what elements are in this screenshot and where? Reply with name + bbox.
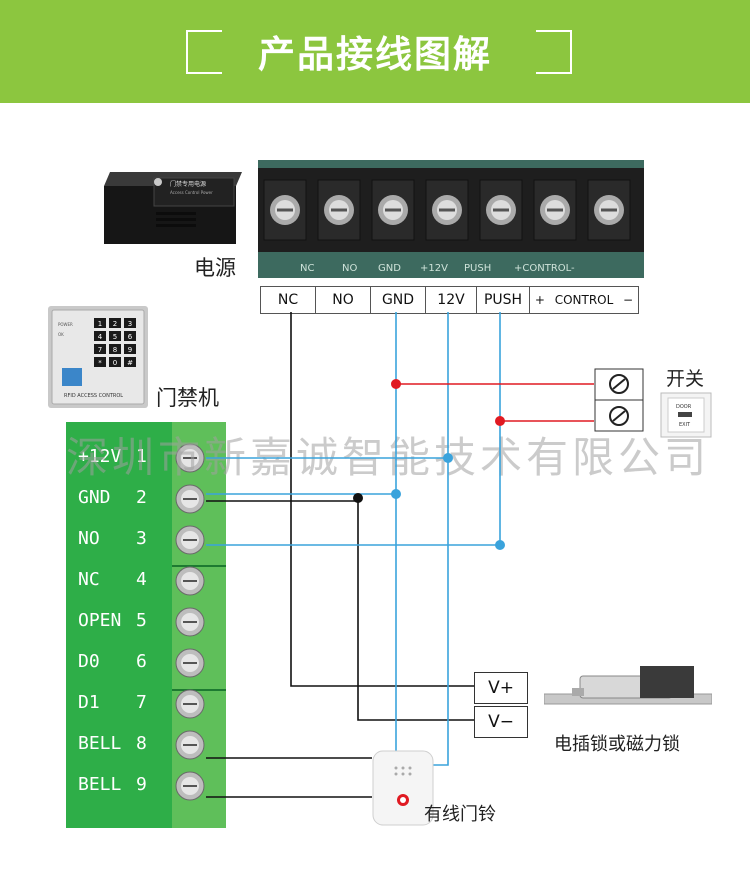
terminal-pin-number: 3 — [136, 528, 147, 549]
keypad-key: 5 — [113, 333, 117, 341]
keypad-key-bg — [94, 357, 106, 367]
terminal-12v: 12V — [426, 287, 477, 313]
keypad-key: 1 — [98, 320, 102, 328]
terminal-pin-number: 8 — [136, 733, 147, 754]
keypad-key-bg — [124, 357, 136, 367]
junction-blue-gnd — [391, 489, 401, 499]
terminal-block — [66, 422, 226, 828]
power-terminal-labels: NC NO GND 12V PUSH + CONTROL − — [260, 286, 639, 314]
keypad-key: 9 — [128, 346, 132, 354]
keypad-key: 2 — [113, 320, 117, 328]
power-supply-device: 门禁专用电源 Access Control Power — [104, 172, 242, 244]
keypad-status-ok: OK — [58, 332, 64, 337]
board-label-12v: +12V — [420, 263, 448, 274]
junction-blue-push — [495, 540, 505, 550]
keypad-key-bg — [109, 357, 121, 367]
junction-red-1 — [391, 379, 401, 389]
switch-label: 开关 — [666, 368, 705, 390]
keypad-key: 6 — [128, 333, 133, 341]
exit-button-text-exit: EXIT — [679, 422, 691, 428]
wire-12v — [432, 312, 449, 766]
access-controller-label: 门禁机 — [156, 386, 219, 410]
lock-vminus-terminal: V− — [474, 706, 528, 738]
keypad-key: * — [98, 359, 102, 367]
junction-black-gnd — [353, 493, 363, 503]
keypad-key: 3 — [128, 320, 132, 328]
wire-gnd-to-vminus — [206, 500, 474, 721]
power-supply-label: 电源 — [194, 256, 236, 280]
keypad-key-bg — [124, 344, 136, 354]
board-label-gnd: GND — [378, 263, 401, 274]
keypad-key: 7 — [98, 346, 102, 354]
junction-red-2 — [495, 416, 505, 426]
board-label-control: +CONTROL- — [514, 263, 575, 274]
terminal-control-plus: + — [534, 293, 545, 307]
keypad-key: # — [127, 359, 133, 367]
power-supply-text-cn: 门禁专用电源 — [170, 180, 206, 188]
banner-frame — [186, 30, 572, 74]
exit-button-device: DOOR EXIT — [660, 392, 712, 438]
lock-vplus-terminal: V+ — [474, 672, 528, 704]
terminal-pin-number: 7 — [136, 692, 147, 713]
keypad-key-bg — [124, 331, 136, 341]
keypad-key-bg — [109, 344, 121, 354]
electric-lock-device — [544, 666, 712, 705]
terminal-nc: NC — [261, 287, 316, 313]
terminal-pin-number: 9 — [136, 774, 147, 795]
keypad-key: 8 — [113, 346, 117, 354]
doorbell-device — [372, 750, 434, 826]
access-controller-device: POWER OK 1 2 3 4 5 6 7 8 9 * 0 # RFID ACCESS CONTRO… — [48, 306, 148, 408]
terminal-pin-name: D1 — [78, 692, 100, 713]
terminal-screws — [175, 443, 205, 801]
terminal-gnd: GND — [371, 287, 426, 313]
header-banner: 产品接线图解 — [0, 0, 750, 103]
keypad-key-bg — [94, 344, 106, 354]
terminal-pin-number: 2 — [136, 487, 147, 508]
terminal-pin-name: GND — [78, 487, 111, 508]
keypad-key-bg — [94, 318, 106, 328]
terminal-pin-name: +12V — [78, 446, 122, 467]
board-label-push: PUSH — [464, 263, 491, 274]
board-label-nc: NC — [300, 263, 314, 274]
terminal-control: + CONTROL − — [530, 287, 638, 313]
keypad-status-power: POWER — [58, 322, 73, 327]
keypad-key-bg — [94, 331, 106, 341]
lock-label: 电插锁或磁力锁 — [554, 734, 680, 755]
terminal-control-minus: − — [623, 293, 634, 307]
keypad-keys: 1 2 3 4 5 6 7 8 9 * 0 # — [94, 318, 136, 367]
exit-button-text-door: DOOR — [676, 404, 692, 410]
terminal-control-label: CONTROL — [554, 293, 614, 307]
power-terminal-board: NC NO GND +12V PUSH +CONTROL- — [258, 160, 644, 278]
board-label-no: NO — [342, 263, 357, 274]
terminal-pin-number: 5 — [136, 610, 147, 631]
terminal-pin-name: NC — [78, 569, 100, 590]
terminal-pin-number: 6 — [136, 651, 147, 672]
terminal-pin-number: 1 — [136, 446, 147, 467]
terminal-pin-name: BELL — [78, 774, 122, 795]
page-title: 产品接线图解 — [258, 33, 492, 76]
keypad-key: 4 — [98, 333, 103, 341]
wire-nc-to-vplus — [290, 312, 474, 687]
terminal-no: NO — [316, 287, 371, 313]
keypad-key-bg — [109, 318, 121, 328]
keypad-key-bg — [109, 331, 121, 341]
terminal-pin-name: BELL — [78, 733, 122, 754]
keypad-key-bg — [124, 318, 136, 328]
terminal-pin-number: 4 — [136, 569, 147, 590]
terminal-push: PUSH — [477, 287, 530, 313]
keypad-caption: RFID ACCESS CONTROL — [64, 393, 123, 399]
junction-blue-12v — [443, 453, 453, 463]
keypad-key: 0 — [113, 359, 117, 367]
terminal-pin-name: OPEN — [78, 610, 122, 631]
switch-terminal-box — [594, 368, 644, 432]
terminal-pin-name: D0 — [78, 651, 100, 672]
doorbell-label: 有线门铃 — [424, 804, 496, 825]
terminal-pin-name: NO — [78, 528, 100, 549]
wire-push — [206, 312, 501, 546]
power-supply-text-en: Access Control Power — [170, 190, 213, 195]
